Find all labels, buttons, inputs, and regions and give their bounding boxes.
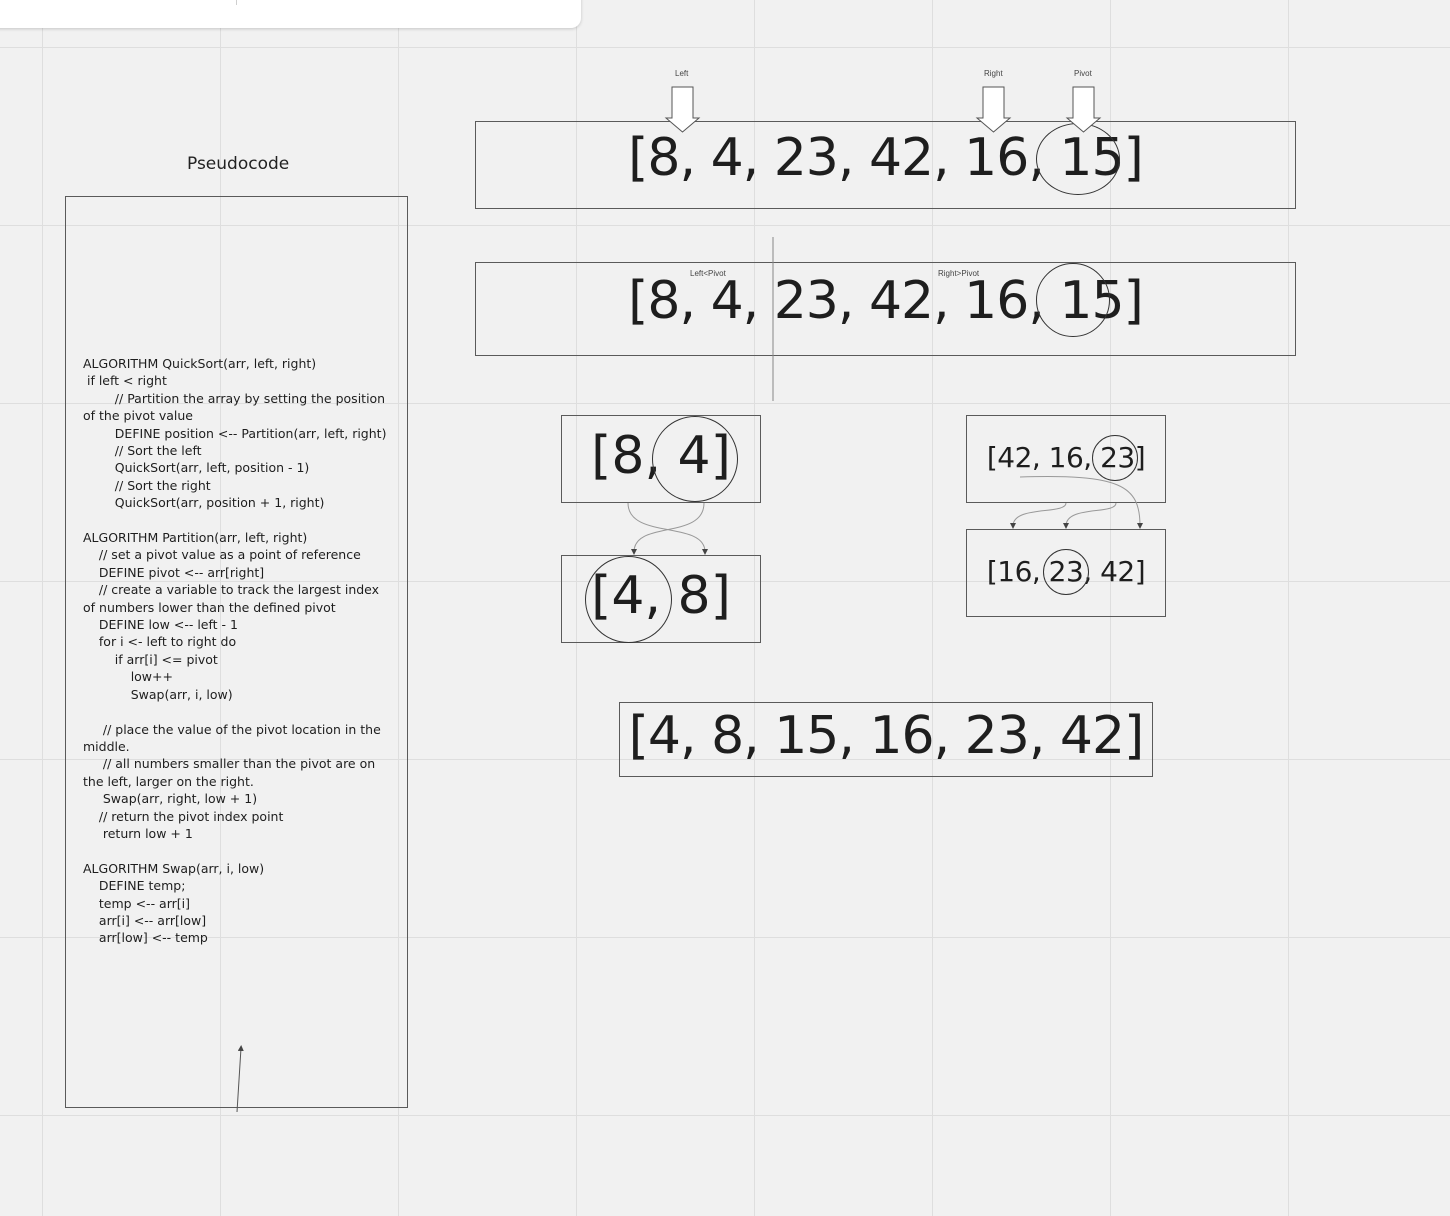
partition-pivot-circle [1036, 263, 1110, 337]
right-swap-curve-b [1010, 502, 1067, 529]
pseudocode-line: Swap(arr, right, low + 1) [83, 791, 258, 807]
pseudocode-line: // all numbers smaller than the pivot ar… [83, 756, 380, 789]
pseudocode-line: arr[low] <-- temp [83, 930, 208, 946]
pseudocode-line: // create a variable to track the larges… [83, 582, 384, 615]
pseudocode-line: arr[i] <-- arr[low] [83, 912, 207, 928]
left-less-than-pivot-label: Left<Pivot [690, 269, 726, 278]
pseudocode-line: DEFINE position <-- Partition(arr, left,… [83, 425, 387, 441]
pseudocode-line: // Sort the right [83, 477, 211, 493]
pseudocode-line: return low + 1 [83, 825, 193, 841]
pseudocode-line: // place the value of the pivot location… [83, 721, 385, 754]
pseudocode-title: Pseudocode [187, 154, 290, 174]
pseudocode-text: ALGORITHM QuickSort(arr, left, right) if… [83, 355, 388, 947]
left-sub-sorted-circle [585, 556, 672, 643]
pseudocode-line: ALGORITHM Swap(arr, i, low) [83, 860, 265, 876]
left-pointer-label: Left [675, 69, 689, 78]
pseudocode-line: QuickSort(arr, left, position - 1) [83, 460, 310, 476]
right-greater-than-pivot-label: Right>Pivot [938, 269, 980, 278]
right-pointer-label: Right [984, 69, 1003, 78]
pseudocode-line: DEFINE pivot <-- arr[right] [83, 564, 265, 580]
pseudocode-line: // set a pivot value as a point of refer… [83, 547, 361, 563]
pivot-pointer-arrow [1065, 86, 1102, 133]
pseudocode-line: if arr[i] <= pivot [83, 651, 218, 667]
sorted-array: [4, 8, 15, 16, 23, 42] [628, 706, 1145, 766]
pseudocode-line: DEFINE temp; [83, 878, 186, 894]
pseudocode-line: if left < right [83, 373, 167, 389]
pseudocode-line: // Partition the array by setting the po… [83, 390, 390, 424]
right-swap-curve-a [1019, 476, 1143, 529]
pseudocode-line: // Sort the left [83, 443, 202, 459]
toolbar-panel [0, 0, 581, 28]
right-sub-sorted-circle [1043, 549, 1089, 595]
pseudocode-line: // return the pivot index point [83, 808, 284, 824]
pseudocode-line: QuickSort(arr, position + 1, right) [83, 495, 325, 511]
left-pointer-arrow [664, 86, 701, 133]
left-sub-pivot-circle [652, 416, 738, 502]
pseudocode-line: for i <- left to right do [83, 634, 237, 650]
right-swap-curve-c [1063, 502, 1117, 529]
pseudocode-line: ALGORITHM QuickSort(arr, left, right) [83, 356, 317, 371]
pseudocode-line: ALGORITHM Partition(arr, left, right) [83, 530, 308, 546]
left-swap-curve-a [627, 502, 708, 555]
pseudocode-line: temp <-- arr[i] [83, 895, 190, 911]
pivot-pointer-label: Pivot [1074, 69, 1092, 78]
sorted-array-box[interactable]: [4, 8, 15, 16, 23, 42] [619, 702, 1153, 777]
pseudocode-line: low++ [83, 669, 173, 685]
pseudocode-line: Swap(arr, i, low) [83, 686, 233, 702]
left-swap-curve-b [631, 502, 705, 555]
pseudocode-line: DEFINE low <-- left - 1 [83, 617, 238, 633]
toolbar-divider [236, 0, 237, 5]
pseudocode-box[interactable] [65, 196, 408, 1108]
right-sub-pivot-circle [1092, 435, 1138, 481]
pseudocode-connector-line [236, 1045, 244, 1113]
right-pointer-arrow [975, 86, 1012, 133]
